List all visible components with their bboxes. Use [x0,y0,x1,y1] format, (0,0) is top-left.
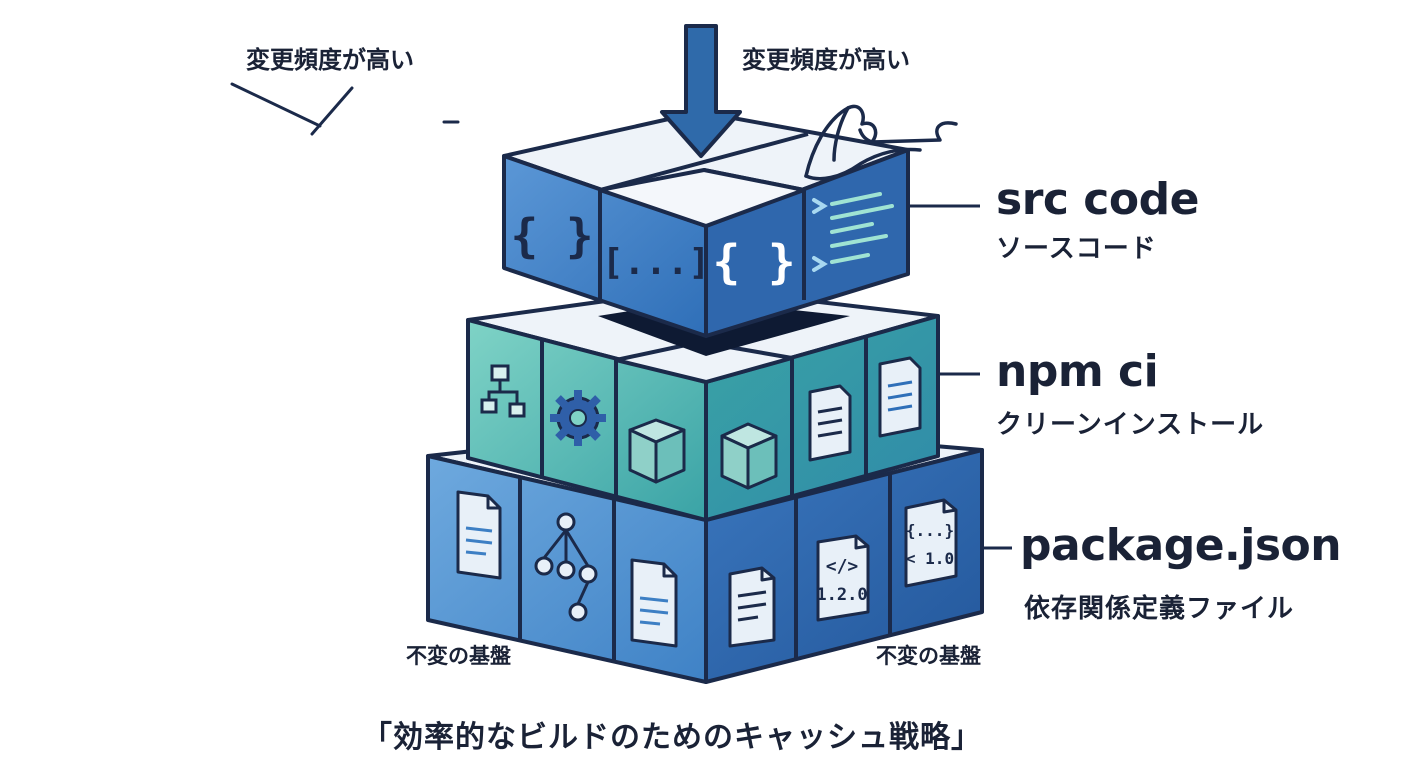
change-frequency-label-left: 変更頻度が高い [246,46,414,74]
bracket-ellipsis-icon: [...] [602,242,710,283]
layer-title-npm-ci: npm ci [996,346,1159,397]
code-tag-text: </> [826,556,859,577]
top-layer [502,110,910,338]
curly-braces-icon-2: { } [712,235,795,289]
layer-subtitle-npm-ci: クリーンインストール [996,410,1265,440]
gear-icon [550,390,606,446]
json-braces-text: {...} [906,521,954,540]
code-lines-icon [812,192,894,272]
layer-subtitle-package-json: 依存関係定義ファイル [1024,594,1295,624]
bottom-file-icon-3 [728,566,776,648]
code-file-icon [816,534,870,622]
bottom-file-icon-2 [630,558,678,648]
hand-icon [804,104,958,181]
bottom-file-icon-1 [456,490,502,580]
immutable-base-label-left: 不変の基盤 [406,644,511,668]
server-file-icon [808,384,852,462]
version-text-1: 1.2.0 [816,585,867,605]
version-text-2: < 1.0 [906,549,954,568]
immutable-base-label-right: 不変の基盤 [876,644,981,668]
bottom-hierarchy-icon [534,512,598,622]
layer-subtitle-src-code: ソースコード [996,234,1157,264]
diagram-caption: 「効率的なビルドのためのキャッシュ戦略」 [362,720,982,755]
curly-braces-icon: { } [510,209,593,263]
package-box-icon-1 [628,418,686,484]
sketch-strokes [230,82,460,136]
down-arrow-icon [660,24,742,158]
list-file-icon [878,356,922,438]
flowchart-icon [480,364,526,418]
layer-title-package-json: package.json [1020,520,1342,571]
leader-lines [910,204,1012,550]
change-frequency-label-center: 変更頻度が高い [742,46,910,74]
layer-title-src-code: src code [996,174,1199,225]
package-box-icon-2 [720,422,778,490]
json-file-icon [904,498,958,588]
